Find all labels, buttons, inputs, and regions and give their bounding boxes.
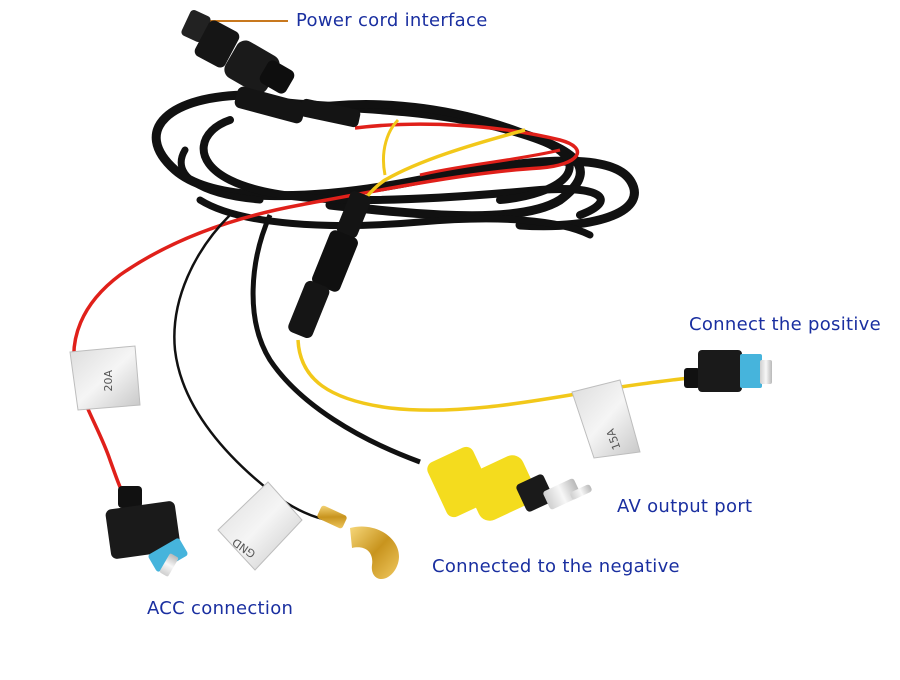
ground-wire [173, 214, 329, 522]
wire-tag-gnd: GND [217, 481, 303, 571]
label-av-output-port: AV output port [617, 496, 753, 517]
wire-tag-15a: 15A [571, 379, 641, 459]
label-connect-positive: Connect the positive [689, 314, 882, 335]
label-acc-connection: ACC connection [147, 598, 294, 619]
inline-fuse-holder [288, 190, 371, 339]
ring-terminal [317, 505, 399, 580]
power-connector [181, 9, 361, 128]
label-power-cord-interface: Power cord interface [296, 10, 488, 31]
svg-text:20A: 20A [102, 370, 115, 392]
label-connected-negative: Connected to the negative [432, 556, 680, 577]
acc-fuse-tap [105, 486, 188, 577]
av-black-cable [250, 213, 421, 465]
wire-tag-20a: 20A [69, 345, 141, 411]
rca-connector [427, 446, 592, 521]
yellow-wire [296, 339, 691, 412]
positive-fuse-tap [684, 350, 772, 392]
red-wire [72, 122, 580, 502]
